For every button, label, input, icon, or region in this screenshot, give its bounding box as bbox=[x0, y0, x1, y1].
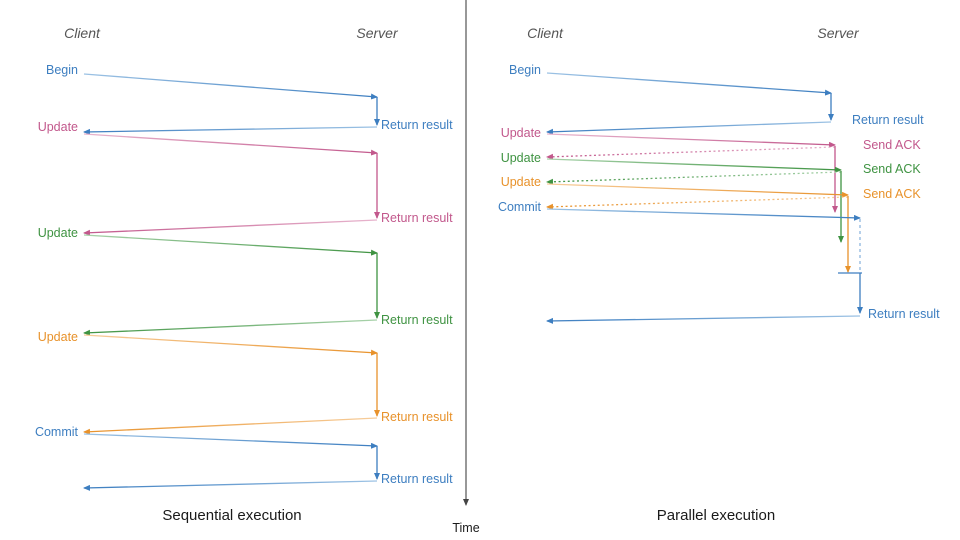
message-label-return-commit-sequential: Return result bbox=[381, 472, 453, 486]
message-label-update1-parallel: Update bbox=[500, 126, 541, 140]
caption-sequential: Sequential execution bbox=[162, 507, 302, 524]
arrow-update1-request bbox=[83, 133, 378, 156]
arrow-update2-return bbox=[83, 319, 378, 336]
message-label-return-update3-sequential: Return result bbox=[381, 410, 453, 424]
actor-label-server-sequential: Server bbox=[356, 25, 398, 41]
arrow-update3-return bbox=[83, 417, 378, 435]
arrow-update3-request bbox=[83, 334, 378, 356]
arrow-p-begin-return bbox=[546, 121, 832, 135]
message-label-begin-sequential: Begin bbox=[46, 63, 78, 77]
message-label-update3-sequential: Update bbox=[37, 330, 78, 344]
arrow-p-update3-request bbox=[546, 183, 849, 198]
arrow-update1-return bbox=[83, 219, 378, 236]
message-label-ack1-parallel: Send ACK bbox=[863, 138, 921, 152]
message-label-ack3-parallel: Send ACK bbox=[863, 187, 921, 201]
arrow-p-commit-request bbox=[546, 208, 861, 221]
message-label-return-update2-sequential: Return result bbox=[381, 313, 453, 327]
actor-label-client-sequential: Client bbox=[64, 25, 100, 41]
message-label-return-begin-parallel: Return result bbox=[852, 113, 924, 127]
message-label-update1-sequential: Update bbox=[37, 120, 78, 134]
arrow-p-update1-request bbox=[546, 133, 836, 148]
arrow-p-begin-request bbox=[546, 72, 832, 96]
caption-parallel: Parallel execution bbox=[656, 507, 776, 524]
arrow-begin-request bbox=[83, 73, 378, 100]
message-label-return-update1-sequential: Return result bbox=[381, 211, 453, 225]
actor-label-client-parallel: Client bbox=[527, 25, 563, 41]
arrow-p-update1-ack bbox=[546, 146, 836, 160]
arrow-p-update3-ack bbox=[546, 196, 849, 210]
panel-parallel bbox=[546, 72, 863, 324]
arrow-begin-return bbox=[83, 126, 378, 135]
message-label-update2-sequential: Update bbox=[37, 226, 78, 240]
arrow-p-update2-request bbox=[546, 158, 842, 173]
message-label-begin-parallel: Begin bbox=[509, 63, 541, 77]
panel-sequential bbox=[83, 73, 380, 491]
arrow-update2-request bbox=[83, 234, 378, 256]
arrow-commit-request bbox=[83, 433, 378, 449]
message-label-update2-parallel: Update bbox=[500, 151, 541, 165]
arrow-commit-return bbox=[83, 480, 378, 491]
arrow-p-update2-ack bbox=[546, 171, 842, 185]
message-label-update3-parallel: Update bbox=[500, 175, 541, 189]
message-label-return-commit-parallel: Return result bbox=[868, 307, 940, 321]
message-label-ack2-parallel: Send ACK bbox=[863, 162, 921, 176]
message-label-return-begin-sequential: Return result bbox=[381, 118, 453, 132]
arrow-p-commit-return bbox=[546, 315, 861, 324]
time-axis-label: Time bbox=[452, 521, 480, 535]
actor-label-server-parallel: Server bbox=[817, 25, 859, 41]
message-label-commit-sequential: Commit bbox=[34, 425, 78, 439]
message-label-commit-parallel: Commit bbox=[497, 200, 541, 214]
